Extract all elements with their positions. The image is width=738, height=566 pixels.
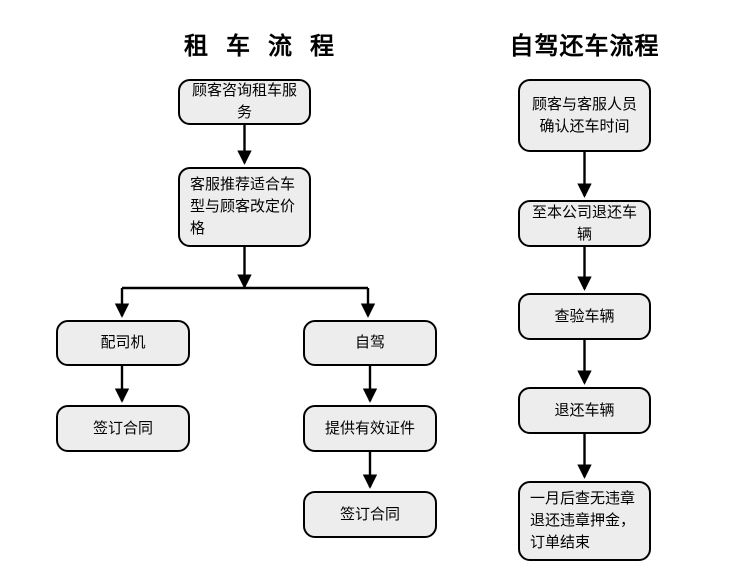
node-sign-contract-driver[interactable]: 签订合同 xyxy=(56,405,190,452)
node-label: 签订合同 xyxy=(339,506,400,523)
node-return-vehicle-to-company[interactable]: 至本公司退还车辆 xyxy=(518,200,651,247)
node-recommend-model-price[interactable]: 客服推荐适合车 型与顾客改定价 格 xyxy=(178,167,311,247)
node-customer-inquiry[interactable]: 顾客咨询租车服务 xyxy=(178,79,311,125)
node-with-driver[interactable]: 配司机 xyxy=(56,320,190,366)
node-label: 一月后查无违章 退还违章押金， 订单结束 xyxy=(530,491,636,551)
node-label: 配司机 xyxy=(100,335,146,351)
chart-title-self-drive-return-process: 自驾还车流程 xyxy=(509,34,660,60)
chart-title-rental-process: 租 车 流 程 xyxy=(184,34,340,60)
node-inspect-vehicle[interactable]: 查验车辆 xyxy=(518,293,651,340)
node-label: 顾客咨询租车服务 xyxy=(191,83,297,121)
node-provide-documents[interactable]: 提供有效证件 xyxy=(303,405,437,452)
node-sign-contract-self-drive[interactable]: 签订合同 xyxy=(303,491,437,538)
node-label: 自驾 xyxy=(354,335,385,351)
node-refund-deposit-order-end[interactable]: 一月后查无违章 退还违章押金， 订单结束 xyxy=(518,481,651,561)
node-label: 至本公司退还车辆 xyxy=(531,204,637,243)
node-label: 退还车辆 xyxy=(554,402,615,419)
node-confirm-return-time[interactable]: 顾客与客服人员 确认还车时间 xyxy=(518,79,651,152)
node-label: 签订合同 xyxy=(92,420,153,437)
node-hand-back-vehicle[interactable]: 退还车辆 xyxy=(518,387,651,434)
node-label: 顾客与客服人员 确认还车时间 xyxy=(531,96,637,135)
node-label: 查验车辆 xyxy=(554,308,615,325)
node-label: 提供有效证件 xyxy=(324,420,415,437)
node-label: 客服推荐适合车 型与顾客改定价 格 xyxy=(190,177,296,237)
node-self-drive[interactable]: 自驾 xyxy=(303,320,437,366)
